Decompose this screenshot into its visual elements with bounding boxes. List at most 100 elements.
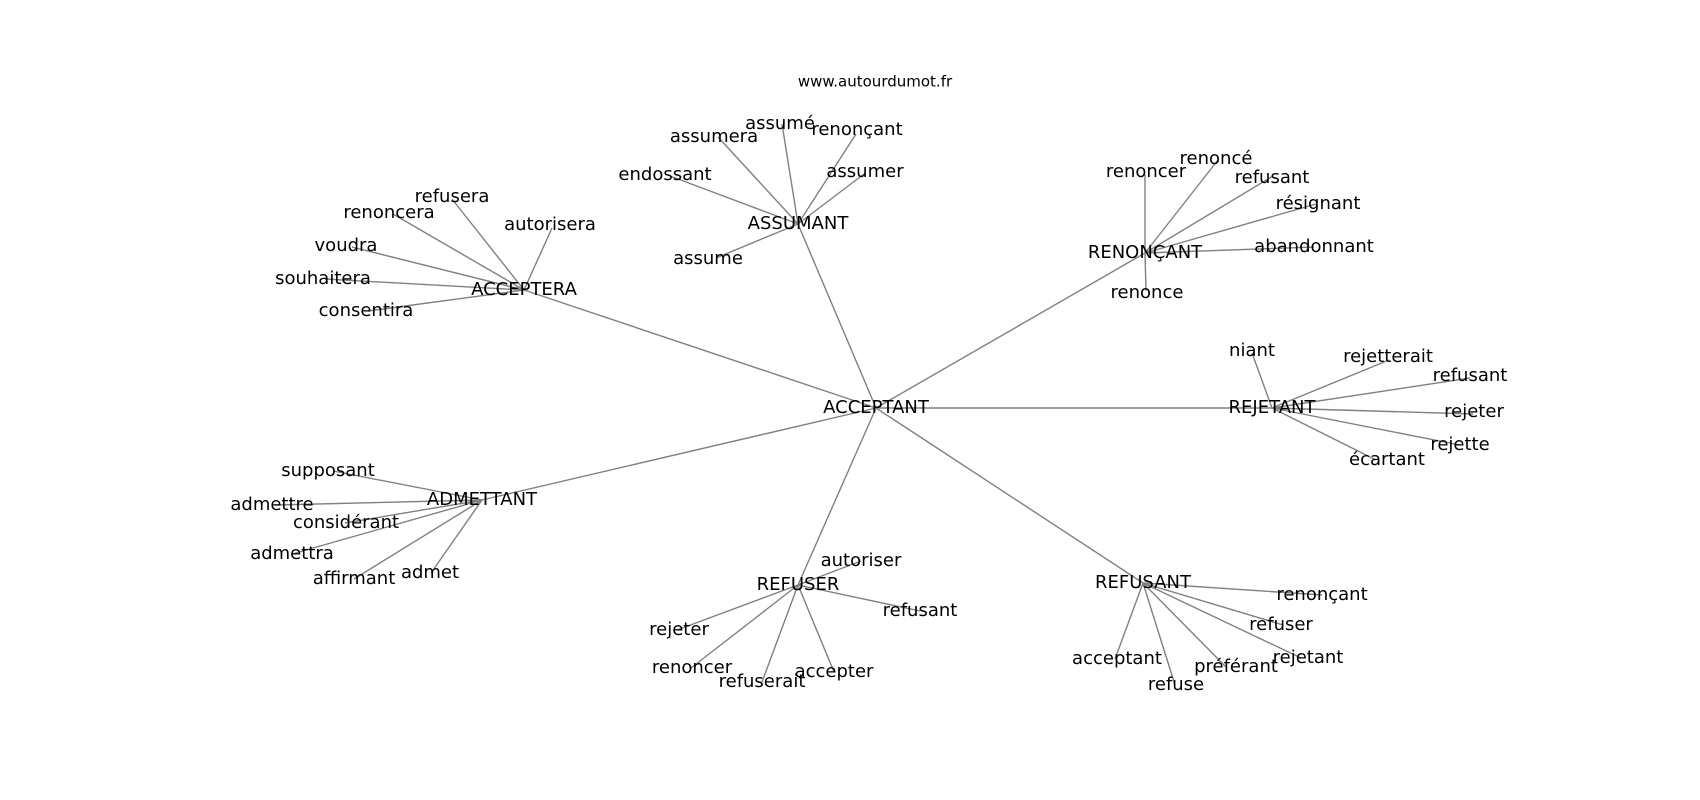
- watermark-url: www.autourdumot.fr: [798, 73, 953, 91]
- edge-refusant-to-rejetant: [1142, 582, 1302, 659]
- edge-refusant-to-refuse: [1142, 582, 1176, 686]
- edge-acceptera-to-autorisera: [523, 227, 553, 291]
- leaf-node-admettant-considerant: considérant: [293, 512, 399, 533]
- edge-assumant-to-endossant: [669, 175, 799, 225]
- hub-node-acceptera: ACCEPTERA: [471, 279, 578, 300]
- edge-refusant-to-preferant: [1142, 582, 1227, 668]
- edge-renoncant-to-renonce: [1144, 252, 1147, 292]
- leaf-node-refusant-renoncant: renonçant: [1276, 584, 1367, 605]
- leaf-node-assumant-assume: assumé: [745, 113, 815, 134]
- leaf-node-rejetant-niant: niant: [1229, 340, 1275, 361]
- leaf-node-acceptera-voudra: voudra: [315, 235, 378, 256]
- leaf-node-refusant-acceptant: acceptant: [1072, 648, 1162, 669]
- edge-refuser-to-renoncer: [690, 584, 799, 669]
- leaf-node-refuser-accepter: accepter: [795, 661, 874, 682]
- edge-center-to-assumant: [797, 223, 877, 409]
- leaf-node-admettant-admet: admet: [401, 562, 459, 583]
- edge-rejetant-to-ecartant: [1271, 407, 1377, 461]
- leaf-node-acceptera-consentira: consentira: [319, 300, 414, 321]
- leaf-node-assumant-renoncant: renonçant: [811, 119, 902, 140]
- edge-refusant-to-renoncant: [1142, 582, 1323, 596]
- edge-admettant-to-affirmant: [353, 499, 483, 580]
- edge-renoncant-to-resignant: [1144, 203, 1317, 254]
- leaf-node-admettant-admettre: admettre: [230, 494, 313, 515]
- leaf-node-admettant-supposant: supposant: [281, 460, 375, 481]
- edge-rejetant-to-refusant: [1271, 377, 1471, 409]
- leaf-node-refusant-rejetant: rejetant: [1273, 647, 1344, 668]
- leaf-node-acceptera-renoncera: renoncera: [343, 202, 434, 223]
- leaf-node-admettant-affirmant: affirmant: [313, 568, 396, 589]
- hub-node-refuser: REFUSER: [757, 574, 840, 595]
- edge-center-to-admettant: [481, 407, 877, 501]
- edge-refusant-to-refuser: [1142, 582, 1284, 626]
- edge-acceptera-to-renoncera: [392, 213, 525, 291]
- leaf-node-renoncant-renonce: renonce: [1111, 282, 1184, 303]
- leaf-node-rejetant-refusant: refusant: [1433, 365, 1508, 386]
- edge-admettant-to-admet: [430, 499, 483, 574]
- edge-admettant-to-admettre: [274, 499, 483, 506]
- leaf-node-rejetant-rejetterait: rejetterait: [1343, 346, 1433, 367]
- edge-admettant-to-supposant: [332, 470, 483, 501]
- edge-refuser-to-rejeter: [676, 584, 799, 631]
- center-node-label: ACCEPTANT: [823, 397, 930, 418]
- edge-refusant-to-acceptant: [1114, 582, 1144, 660]
- leaf-node-assumant-endossant: endossant: [618, 164, 711, 185]
- leaf-node-refuser-refuserait: refuserait: [719, 671, 806, 692]
- edge-assumant-to-assumera: [717, 136, 799, 225]
- leaf-node-refuser-autoriser: autoriser: [821, 550, 902, 571]
- edge-renoncant-to-abandonnant: [1144, 246, 1315, 254]
- leaf-node-acceptera-autorisera: autorisera: [504, 214, 596, 235]
- leaf-node-rejetant-ecartant: écartant: [1349, 449, 1425, 470]
- leaf-node-renoncant-refusant: refusant: [1235, 167, 1310, 188]
- leaf-node-renoncant-renonce: renoncé: [1180, 148, 1253, 169]
- leaf-node-renoncant-abandonnant: abandonnant: [1254, 236, 1374, 257]
- hub-node-rejetant: REJETANT: [1229, 397, 1317, 418]
- leaf-node-renoncant-renoncer: renoncer: [1106, 161, 1187, 182]
- edge-acceptera-to-souhaitera: [324, 278, 525, 291]
- edge-acceptera-to-consentira: [367, 289, 525, 312]
- edge-assumant-to-assume: [781, 123, 799, 225]
- leaf-node-refuser-renoncer: renoncer: [652, 657, 733, 678]
- edge-rejetant-to-niant: [1251, 352, 1273, 409]
- leaf-node-renoncant-resignant: résignant: [1276, 193, 1361, 214]
- hub-node-assumant: ASSUMANT: [748, 213, 850, 234]
- edge-refuser-to-autoriser: [797, 560, 862, 586]
- edge-refuser-to-refuserait: [761, 584, 799, 683]
- edge-rejetant-to-rejeter: [1271, 407, 1474, 415]
- leaf-node-admettant-admettra: admettra: [250, 543, 334, 564]
- leaf-node-assumant-assumer: assumer: [826, 161, 904, 182]
- edge-renoncant-to-renonce: [1144, 159, 1219, 254]
- edge-center-to-renoncant: [875, 252, 1146, 409]
- edge-center-to-refusant: [875, 407, 1144, 584]
- leaf-node-assumant-assume: assume: [673, 248, 743, 269]
- edge-refuser-to-accepter: [797, 584, 835, 673]
- hub-node-admettant: ADMETTANT: [427, 489, 538, 510]
- edge-admettant-to-admettra: [291, 499, 483, 555]
- leaf-node-refusant-preferant: préférant: [1194, 656, 1278, 677]
- edge-acceptera-to-refusera: [451, 198, 525, 291]
- hub-node-renoncant: RENONÇANT: [1088, 242, 1203, 263]
- hub-node-refusant: REFUSANT: [1095, 572, 1192, 593]
- edge-assumant-to-renoncant: [797, 133, 857, 225]
- leaf-node-rejetant-rejeter: rejeter: [1444, 401, 1504, 422]
- edge-acceptera-to-voudra: [351, 246, 525, 291]
- edge-refuser-to-refusant: [797, 584, 921, 612]
- edge-assumant-to-assumer: [797, 173, 865, 225]
- edge-assumant-to-assume: [715, 223, 799, 259]
- leaf-node-refuser-rejeter: rejeter: [649, 619, 709, 640]
- leaf-node-refusant-refuse: refuse: [1148, 674, 1204, 695]
- edge-rejetant-to-rejetterait: [1271, 359, 1390, 409]
- leaf-node-refusant-refuser: refuser: [1249, 614, 1313, 635]
- edge-center-to-acceptera: [523, 289, 877, 409]
- edge-center-to-refuser: [797, 407, 877, 586]
- edge-rejetant-to-rejette: [1271, 407, 1461, 446]
- leaf-node-assumant-assumera: assumera: [670, 126, 758, 147]
- leaf-node-refuser-refusant: refusant: [883, 600, 958, 621]
- graph-edges: [274, 123, 1474, 686]
- leaf-node-rejetant-rejette: rejette: [1430, 434, 1489, 455]
- leaf-node-acceptera-souhaitera: souhaitera: [275, 268, 371, 289]
- edge-admettant-to-considerant: [344, 499, 483, 524]
- edge-renoncant-to-refusant: [1144, 175, 1274, 254]
